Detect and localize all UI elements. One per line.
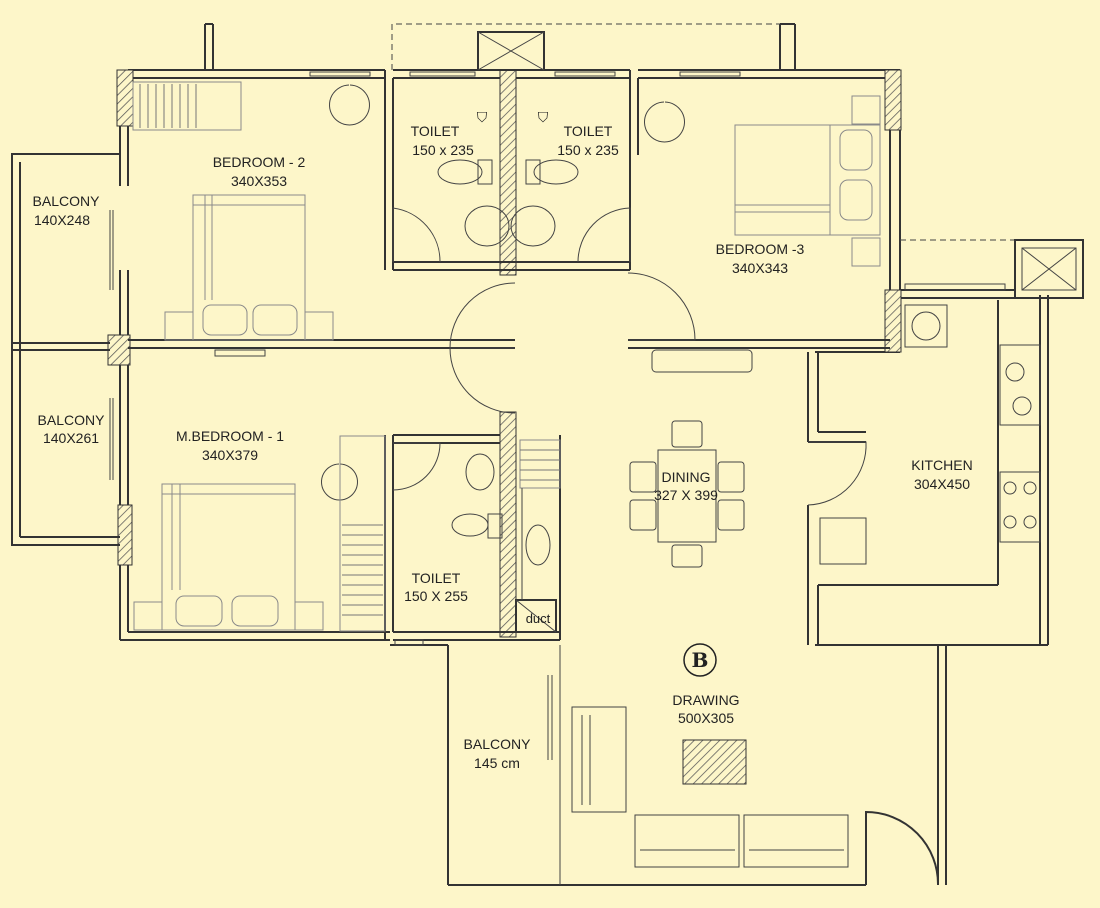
doors <box>321 84 940 886</box>
room-size-dining: 327 X 399 <box>654 487 718 503</box>
room-size-bedroom-2: 340X353 <box>231 173 287 189</box>
room-name-balcony-3: BALCONY <box>464 736 532 752</box>
room-name-m-bedroom-1: M.BEDROOM - 1 <box>176 428 284 444</box>
kitchen-fixtures <box>819 304 1041 565</box>
room-size-toilet-b: 150 x 235 <box>557 142 619 158</box>
room-size-m-bedroom-1: 340X379 <box>202 447 258 463</box>
balconies-left <box>11 153 561 885</box>
dining-table <box>629 420 745 568</box>
projection-outlines <box>391 23 1015 241</box>
room-size-drawing: 500X305 <box>678 710 734 726</box>
shower-icon: ⛉ <box>477 109 488 125</box>
room-labels: BEDROOM - 2 340X353 TOILET 150 x 235 TOI… <box>33 123 973 771</box>
drawing-room-furniture <box>571 706 849 868</box>
room-name-drawing: DRAWING <box>672 692 739 708</box>
bed-bedroom-2 <box>132 81 334 357</box>
room-size-balcony-1: 140X248 <box>34 212 90 228</box>
room-name-bedroom-2: BEDROOM - 2 <box>213 154 306 170</box>
room-size-toilet-a: 150 x 235 <box>412 142 474 158</box>
room-name-kitchen: KITCHEN <box>911 457 972 473</box>
shower-icon: ⛉ <box>538 109 549 125</box>
room-name-toilet-a: TOILET <box>411 123 460 139</box>
room-name-bedroom-3: BEDROOM -3 <box>716 241 805 257</box>
room-name-toilet-c: TOILET <box>412 570 461 586</box>
unit-marker-label: B <box>692 648 709 672</box>
room-name-toilet-b: TOILET <box>564 123 613 139</box>
bed-bedroom-3 <box>651 95 881 373</box>
room-size-bedroom-3: 340X343 <box>732 260 788 276</box>
bed-master-bedroom <box>133 435 386 632</box>
structural-columns <box>107 69 902 638</box>
toilet-fixtures-master <box>451 439 561 600</box>
room-name-dining: DINING <box>662 469 711 485</box>
ducts <box>477 31 1084 633</box>
room-name-balcony-1: BALCONY <box>33 193 101 209</box>
room-size-kitchen: 304X450 <box>914 476 970 492</box>
duct-label: duct <box>526 611 551 626</box>
windows <box>309 71 1006 646</box>
room-size-balcony-2: 140X261 <box>43 430 99 446</box>
toilet-fixtures-top: ⛉ ⛉ <box>437 109 579 247</box>
room-size-toilet-c: 150 X 255 <box>404 588 468 604</box>
room-size-balcony-3: 145 cm <box>474 755 520 771</box>
room-name-balcony-2: BALCONY <box>38 412 106 428</box>
unit-marker: B <box>683 643 717 677</box>
